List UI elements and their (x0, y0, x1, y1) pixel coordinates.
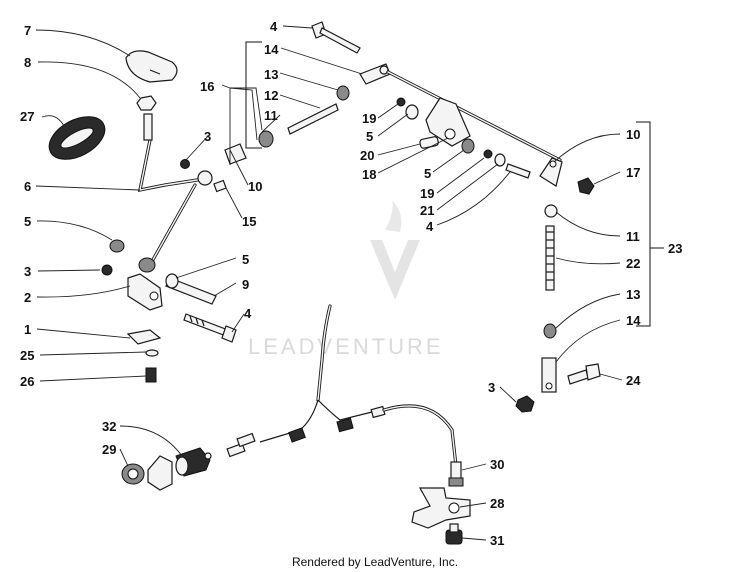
part-rod-end-14-right (541, 357, 557, 393)
callout-25: 25 (20, 348, 34, 363)
part-nut-3-upper (180, 159, 190, 169)
part-washer-19-top (396, 97, 406, 107)
callout-18: 18 (362, 167, 376, 182)
part-bolt-26 (145, 367, 157, 383)
part-spacer-5-left (109, 239, 125, 253)
part-cable-bracket-28 (411, 487, 471, 529)
part-knob-31 (445, 523, 463, 545)
part-bolt-15 (213, 179, 227, 193)
watermark-logo: LEADVENTURE (248, 200, 444, 359)
part-wire-harness (226, 399, 458, 468)
group-bracket-23 (636, 121, 664, 327)
callout-10-left: 10 (248, 179, 262, 194)
part-bolt-4-lower (183, 313, 237, 343)
callout-24: 24 (626, 373, 641, 388)
part-nut-11-top (258, 130, 274, 148)
callout-5-left: 5 (24, 214, 31, 229)
part-rod-22 (545, 225, 555, 291)
part-spacer-5-mid (405, 104, 419, 120)
callout-29: 29 (102, 442, 116, 457)
callout-13-right: 13 (626, 287, 640, 302)
part-shaft-9 (165, 273, 217, 305)
part-bezel-29 (121, 463, 145, 485)
callout-32: 32 (102, 419, 116, 434)
callout-17: 17 (626, 165, 640, 180)
part-grip (125, 50, 178, 83)
part-pivot-bracket (127, 257, 163, 311)
part-cable-connector-30 (448, 461, 464, 487)
callout-5-shaft: 5 (242, 252, 249, 267)
part-bolt-4-right (505, 163, 531, 179)
callout-30: 30 (490, 457, 504, 472)
callout-31: 31 (490, 533, 504, 548)
callout-23: 23 (668, 241, 682, 256)
watermark-text: LEADVENTURE (248, 334, 444, 359)
callout-20: 20 (360, 148, 374, 163)
callout-26: 26 (20, 374, 34, 389)
callout-19-top: 19 (362, 111, 376, 126)
callout-labels: 7 8 27 6 5 3 2 1 25 26 16 13 12 11 3 10 … (20, 19, 682, 548)
callout-3-mid: 3 (204, 129, 211, 144)
part-lever-arm (137, 113, 212, 267)
callout-21: 21 (420, 203, 434, 218)
callout-2: 2 (24, 290, 31, 305)
part-pin-20 (419, 136, 439, 149)
part-mount-bracket-18 (425, 97, 471, 147)
part-bolt-24 (567, 363, 601, 385)
callout-27: 27 (20, 109, 34, 124)
part-rod-end-left (197, 143, 247, 186)
leader-lines (35, 25, 623, 541)
part-nut-13-top (336, 85, 350, 101)
callout-19-right: 19 (420, 186, 434, 201)
part-nut-3-right (515, 395, 535, 413)
callout-12: 12 (264, 88, 278, 103)
part-nut-8 (136, 95, 157, 111)
part-nut-3-lower (101, 264, 113, 276)
callout-4-top: 4 (270, 19, 278, 34)
part-nut-17 (577, 177, 595, 195)
footer-credit: Rendered by LeadVenture, Inc. (291, 555, 459, 569)
callout-3-left: 3 (24, 264, 31, 279)
callout-28: 28 (490, 496, 504, 511)
part-washer-19-right (483, 149, 493, 159)
callout-5-right: 5 (424, 166, 431, 181)
part-grommet (48, 116, 106, 160)
callout-7: 7 (24, 23, 31, 38)
callout-22: 22 (626, 256, 640, 271)
part-rod-end-10-right (539, 157, 563, 187)
callout-11-top: 11 (264, 108, 278, 123)
part-bolt-4-upper (311, 21, 361, 54)
part-nut-13-right (543, 323, 557, 339)
part-rod-end-14-top (359, 63, 391, 85)
group-bracket-16 (245, 41, 262, 149)
part-gasket (147, 455, 173, 491)
callout-15: 15 (242, 214, 256, 229)
part-plate (126, 329, 162, 345)
callout-4-right: 4 (426, 219, 434, 234)
callout-1: 1 (24, 322, 31, 337)
callout-14-top: 14 (264, 42, 279, 57)
part-washer-21 (494, 153, 506, 167)
part-spacer-5-right (461, 138, 475, 154)
callout-3-right: 3 (488, 380, 495, 395)
callout-6: 6 (24, 179, 31, 194)
part-switch-32 (175, 447, 212, 477)
callout-5-mid: 5 (366, 129, 373, 144)
callout-13-top: 13 (264, 67, 278, 82)
callout-16: 16 (200, 79, 214, 94)
callout-9: 9 (242, 277, 249, 292)
part-nut-11-right (544, 204, 558, 218)
part-washer-25 (145, 349, 159, 357)
callout-8: 8 (24, 55, 31, 70)
callout-10-right: 10 (626, 127, 640, 142)
callout-4-lower: 4 (244, 306, 252, 321)
callout-14-right: 14 (626, 313, 641, 328)
part-threaded-rod-12 (287, 103, 339, 135)
callout-11-right: 11 (626, 229, 640, 244)
